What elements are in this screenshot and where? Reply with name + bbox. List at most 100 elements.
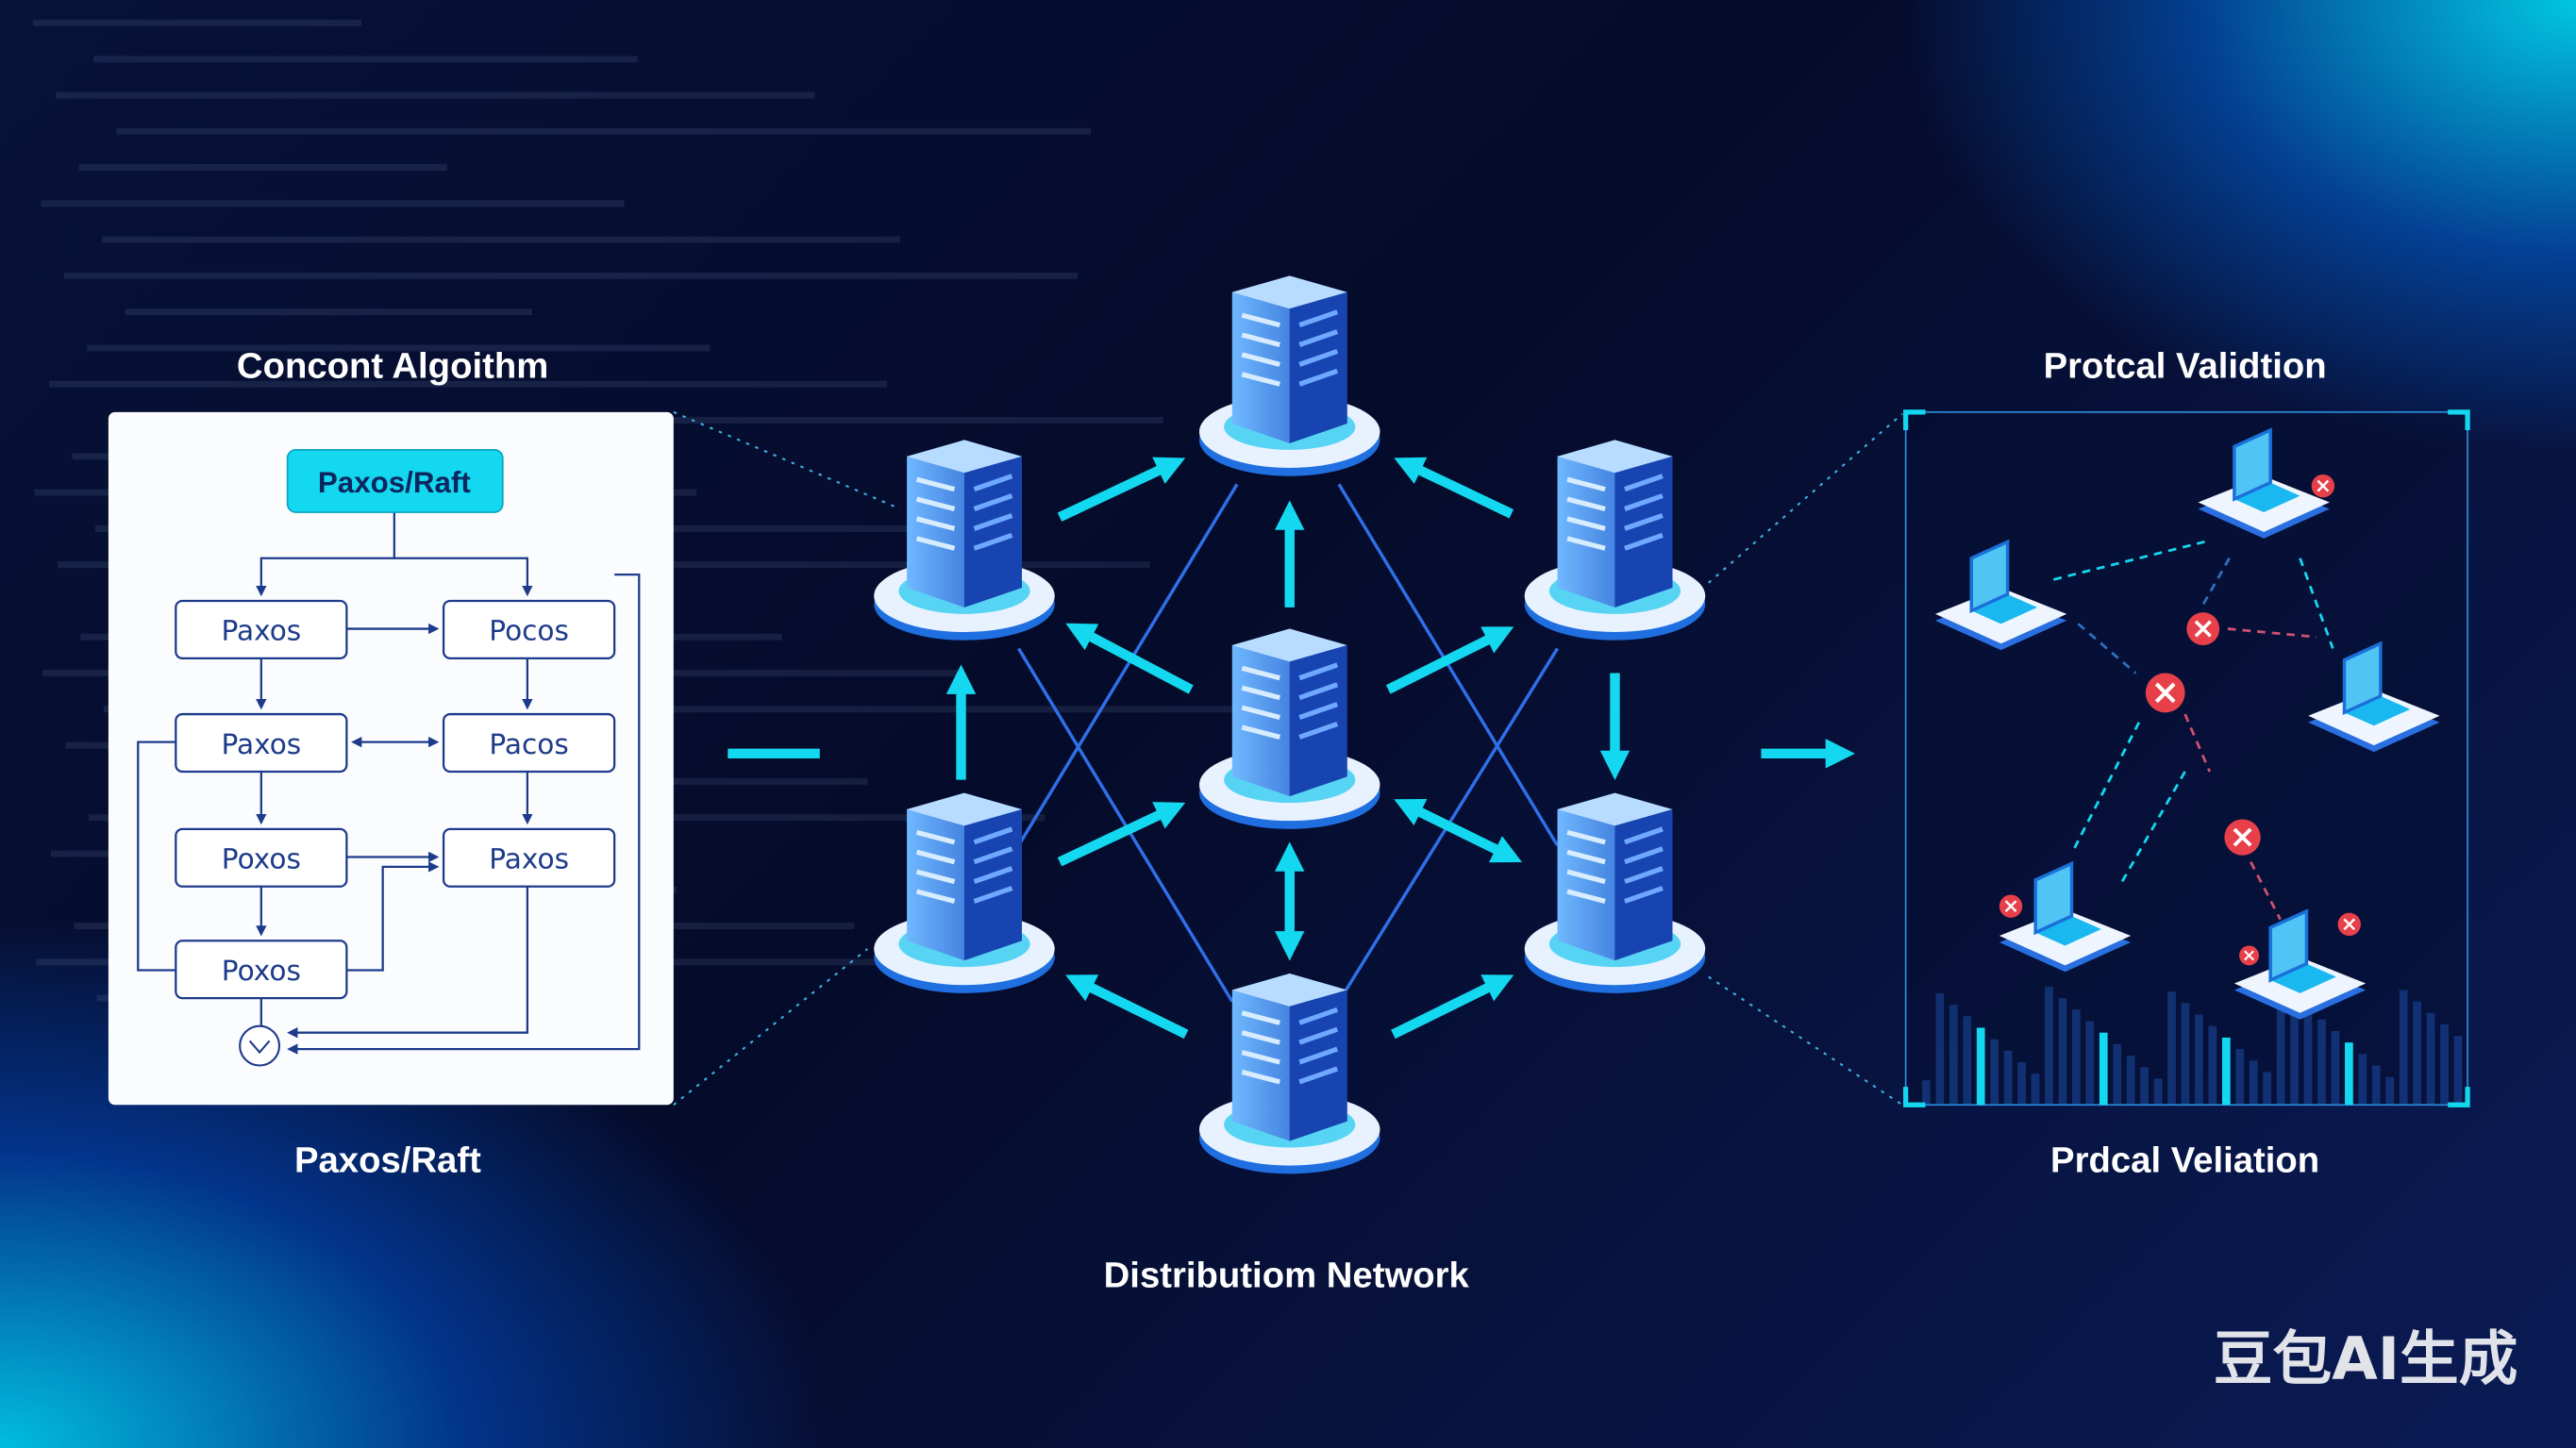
bar-mark bbox=[2058, 998, 2067, 1106]
code-line bbox=[101, 236, 901, 243]
flow-end-icon bbox=[239, 1024, 281, 1067]
network-arrow bbox=[1057, 457, 1186, 522]
laptop-icon bbox=[1934, 539, 2067, 651]
code-line bbox=[56, 92, 815, 99]
server-icon bbox=[1198, 628, 1380, 829]
bar-mark bbox=[2221, 1037, 2231, 1106]
error-x-icon bbox=[2145, 673, 2185, 713]
validation-link bbox=[2053, 540, 2205, 581]
bar-mark bbox=[2276, 985, 2285, 1106]
svg-text:Pacos: Pacos bbox=[489, 728, 568, 760]
network-arrow bbox=[1065, 974, 1189, 1040]
svg-text:Poxos: Poxos bbox=[222, 843, 301, 875]
bar-mark bbox=[2153, 1078, 2163, 1106]
bar-mark bbox=[2126, 1056, 2135, 1106]
watermark-logo: 豆包AI生成 bbox=[2214, 1324, 2518, 1393]
bar-mark bbox=[2426, 1012, 2435, 1106]
validation-link bbox=[2077, 623, 2137, 674]
code-line bbox=[93, 56, 638, 63]
error-x-icon bbox=[2224, 819, 2261, 856]
bar-mark bbox=[2045, 986, 2053, 1106]
bar-mark bbox=[2208, 1025, 2217, 1106]
network-link bbox=[1016, 483, 1239, 847]
server-icon bbox=[1198, 275, 1380, 476]
validation-title: Protcal Validtion bbox=[2044, 345, 2327, 386]
flow-node: Pocos bbox=[442, 599, 616, 660]
bar-mark bbox=[1990, 1039, 1999, 1106]
bar-mark bbox=[2303, 1007, 2313, 1106]
bar-mark bbox=[2113, 1043, 2122, 1106]
svg-text:Paxos/Raft: Paxos/Raft bbox=[318, 466, 472, 499]
svg-text:Paxos: Paxos bbox=[221, 728, 301, 760]
validation-panel bbox=[1903, 409, 2470, 1107]
server-icon bbox=[1524, 440, 1706, 641]
bar-mark bbox=[2399, 990, 2408, 1106]
flow-node: Paxos bbox=[175, 599, 348, 660]
consensus-caption: Paxos/Raft bbox=[294, 1140, 481, 1181]
flow-node: Poxos bbox=[175, 827, 348, 888]
svg-text:Poxos: Poxos bbox=[222, 955, 301, 987]
validation-caption: Prdcal Veliation bbox=[2050, 1140, 2319, 1181]
bar-mark bbox=[2099, 1032, 2108, 1106]
bar-mark bbox=[2140, 1067, 2149, 1106]
network-caption: Distributiom Network bbox=[1104, 1255, 1470, 1295]
bar-mark bbox=[2263, 1072, 2272, 1106]
bar-mark bbox=[2358, 1054, 2367, 1106]
consensus-title: Concont Algoithm bbox=[237, 345, 548, 386]
bar-mark bbox=[1976, 1027, 1985, 1106]
bar-mark bbox=[2195, 1014, 2203, 1106]
error-x-icon bbox=[1999, 894, 2023, 918]
bar-mark bbox=[2345, 1042, 2353, 1106]
error-x-icon bbox=[2186, 612, 2220, 645]
bar-mark bbox=[2181, 1003, 2190, 1106]
bar-mark bbox=[2249, 1060, 2258, 1106]
flow-root-node: Paxos/Raft bbox=[286, 448, 504, 513]
code-line bbox=[87, 344, 711, 352]
bar-mark bbox=[1935, 992, 1945, 1106]
code-line bbox=[125, 308, 533, 316]
code-line bbox=[78, 164, 447, 171]
network-arrow bbox=[1385, 626, 1514, 694]
validation-link bbox=[2071, 722, 2141, 852]
code-line bbox=[116, 127, 1092, 135]
laptop-icon bbox=[1999, 860, 2132, 973]
error-x-icon bbox=[2239, 945, 2259, 966]
error-x-icon bbox=[2337, 912, 2361, 937]
bar-mark bbox=[2453, 1036, 2463, 1106]
bar-mark bbox=[2017, 1062, 2026, 1106]
network-arrows bbox=[945, 457, 1631, 1040]
bar-mark bbox=[2072, 1009, 2081, 1106]
validation-link bbox=[2299, 558, 2334, 649]
bar-mark bbox=[2385, 1076, 2395, 1106]
network-arrow bbox=[1394, 799, 1523, 863]
dotted-connectors bbox=[673, 410, 1903, 1107]
bar-mark bbox=[2331, 1030, 2340, 1106]
validation-link bbox=[2117, 771, 2186, 888]
validation-link bbox=[2200, 558, 2231, 608]
validation-link bbox=[2183, 713, 2212, 773]
network-graph bbox=[874, 275, 1706, 1174]
server-icon bbox=[874, 440, 1055, 641]
laptop-icon bbox=[2308, 641, 2440, 753]
code-line bbox=[63, 272, 1079, 279]
bar-mark bbox=[2003, 1050, 2013, 1106]
bar-mark bbox=[1922, 1080, 1931, 1106]
validation-link bbox=[2227, 627, 2317, 639]
bar-mark bbox=[1949, 1005, 1958, 1106]
network-arrow bbox=[1391, 974, 1514, 1040]
server-icon bbox=[874, 792, 1055, 993]
bar-mark bbox=[2031, 1074, 2040, 1106]
error-x-icon bbox=[2311, 474, 2335, 498]
network-arrow bbox=[1065, 623, 1194, 694]
code-line bbox=[49, 380, 888, 388]
bar-mark bbox=[2085, 1021, 2095, 1106]
server-icon bbox=[1198, 974, 1380, 1174]
bar-mark bbox=[2371, 1065, 2381, 1106]
code-line bbox=[32, 19, 362, 26]
svg-text:Paxos: Paxos bbox=[221, 615, 301, 647]
network-arrow bbox=[1394, 457, 1514, 519]
code-line bbox=[41, 200, 625, 208]
server-icon bbox=[1524, 792, 1706, 993]
validation-link bbox=[2250, 861, 2282, 921]
flow-node: Paxos bbox=[175, 712, 348, 774]
